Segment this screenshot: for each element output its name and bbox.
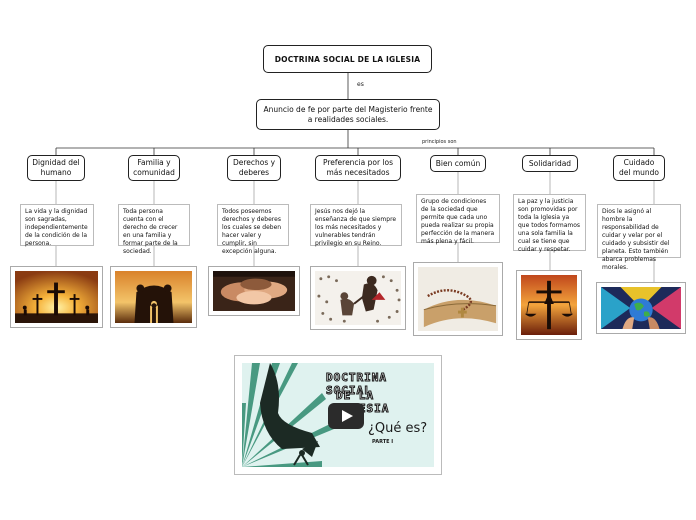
family-sunset-image: [110, 266, 197, 328]
video-title-line1: DOCTRINA SOCIAL: [326, 371, 387, 398]
desc-dignidad: La vida y la dignidad son sagradas, inde…: [20, 204, 94, 247]
play-button-icon[interactable]: [328, 403, 364, 429]
link-label-principios: principios son: [422, 139, 457, 145]
video-thumbnail: DOCTRINA SOCIAL DE LA IGLESIA ¿Qué es? P…: [242, 363, 434, 467]
desc-bien-comun: Grupo de condiciones de la sociedad que …: [416, 194, 500, 245]
video-background-art: [242, 363, 334, 467]
principle-bien-comun[interactable]: Bien común: [430, 155, 486, 172]
desc-preferencia: Jesús nos dejó la enseñanza de que siemp…: [310, 204, 402, 247]
principle-preferencia[interactable]: Preferencia por los más necesitados: [315, 155, 401, 181]
root-node[interactable]: DOCTRINA SOCIAL DE LA IGLESIA: [263, 45, 432, 73]
desc-cuidado: Dios le asignó al hombre la responsabili…: [597, 204, 681, 271]
principle-dignidad[interactable]: Dignidad del humano: [27, 155, 85, 181]
principle-derechos[interactable]: Derechos y deberes: [227, 155, 281, 181]
principle-familia[interactable]: Familia y comunidad: [128, 155, 180, 181]
earth-hands-image: [596, 282, 686, 334]
link-label-es: es: [357, 81, 364, 88]
desc-solidaridad: La paz y la justicia son promovidas por …: [513, 194, 586, 253]
rosary-bible-image: [413, 262, 503, 336]
crosses-sunset-image: [10, 266, 103, 328]
principle-cuidado[interactable]: Cuidado del mundo: [613, 155, 665, 181]
principle-solidaridad[interactable]: Solidaridad: [522, 155, 578, 172]
anuncio-node[interactable]: Anuncio de fe por parte del Magisterio f…: [256, 99, 440, 130]
desc-familia: Toda persona cuenta con el derecho de cr…: [118, 204, 190, 255]
video-embed[interactable]: DOCTRINA SOCIAL DE LA IGLESIA ¿Qué es? P…: [234, 355, 442, 475]
crowd-helping-image: [310, 266, 406, 330]
video-part-label: PARTE I: [372, 439, 394, 445]
video-question: ¿Qué es?: [368, 421, 428, 436]
desc-derechos: Todos poseemos derechos y deberes los cu…: [217, 204, 289, 255]
crucifix-scales-image: [516, 270, 582, 340]
hands-together-image: [208, 266, 300, 316]
